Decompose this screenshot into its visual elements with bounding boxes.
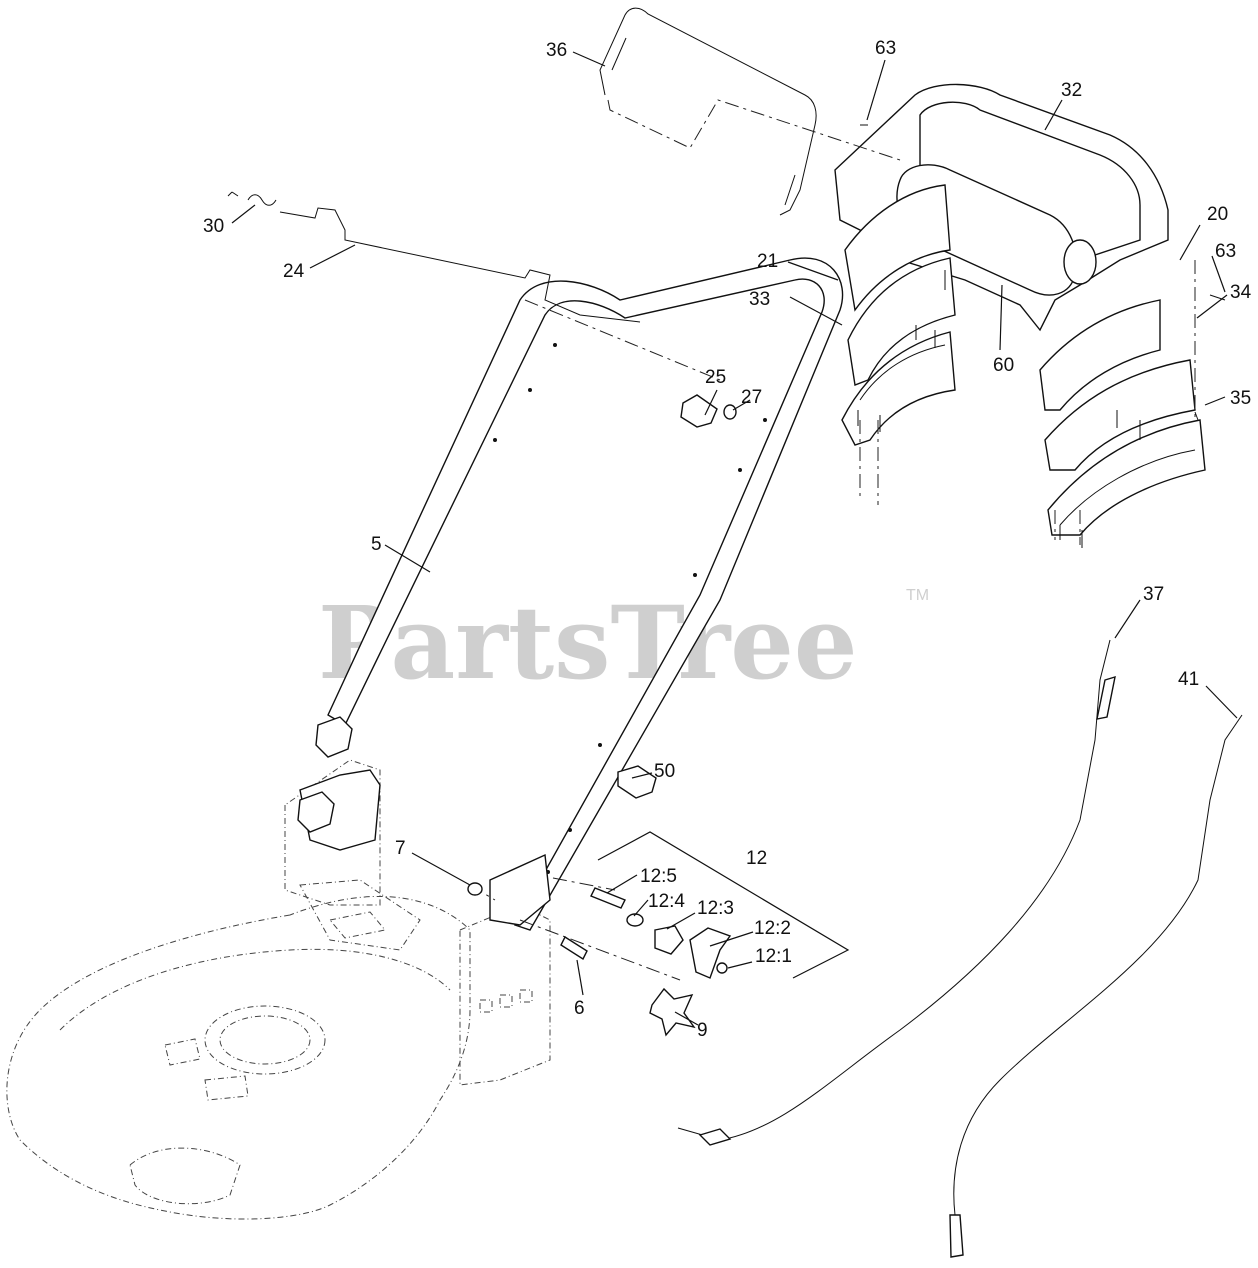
callout-35: 35 bbox=[1230, 388, 1251, 409]
control-cables bbox=[677, 639, 1243, 1258]
callout-27: 27 bbox=[741, 387, 762, 408]
callout-12-2: 12:2 bbox=[754, 918, 791, 939]
callout-60: 60 bbox=[993, 355, 1014, 376]
upper-handle bbox=[327, 257, 844, 931]
left-plate-assembly bbox=[841, 184, 956, 446]
right-plate-assembly bbox=[1039, 299, 1206, 536]
callout-labels: 36 63 32 30 24 20 21 63 33 34 60 25 27 3… bbox=[203, 38, 1252, 1041]
callout-6: 6 bbox=[574, 998, 585, 1019]
screws bbox=[857, 124, 1226, 548]
watermark-text: PartsTree bbox=[318, 584, 858, 702]
callout-7: 7 bbox=[395, 838, 406, 859]
construction-lines bbox=[469, 99, 1196, 981]
leader-lines bbox=[231, 51, 1238, 1026]
callout-12-3: 12:3 bbox=[697, 898, 734, 919]
callout-20: 20 bbox=[1207, 204, 1228, 225]
callout-37: 37 bbox=[1143, 584, 1164, 605]
watermark-trademark: TM bbox=[906, 587, 929, 604]
lower-handle-bracket bbox=[297, 716, 551, 926]
callout-63b: 63 bbox=[1215, 241, 1236, 262]
callout-36: 36 bbox=[546, 40, 567, 61]
callout-63a: 63 bbox=[875, 38, 896, 59]
bail-bar bbox=[599, 7, 817, 216]
callout-5: 5 bbox=[371, 534, 382, 555]
callout-12-4: 12:4 bbox=[648, 891, 685, 912]
callout-25: 25 bbox=[705, 367, 726, 388]
callout-9: 9 bbox=[697, 1020, 708, 1041]
callout-34: 34 bbox=[1230, 282, 1252, 303]
mower-deck-phantom bbox=[6, 759, 551, 1220]
small-parts bbox=[467, 394, 737, 1037]
control-rod bbox=[227, 191, 641, 323]
callout-33: 33 bbox=[749, 289, 770, 310]
callout-12-1: 12:1 bbox=[755, 946, 792, 967]
callout-41: 41 bbox=[1178, 669, 1199, 690]
callout-12-bracket bbox=[597, 831, 850, 979]
callout-12-5: 12:5 bbox=[640, 866, 677, 887]
callout-12: 12 bbox=[746, 848, 767, 869]
callout-30: 30 bbox=[203, 216, 224, 237]
callout-50: 50 bbox=[654, 761, 675, 782]
callout-21: 21 bbox=[757, 251, 778, 272]
callout-32: 32 bbox=[1061, 80, 1082, 101]
callout-24: 24 bbox=[283, 261, 305, 282]
